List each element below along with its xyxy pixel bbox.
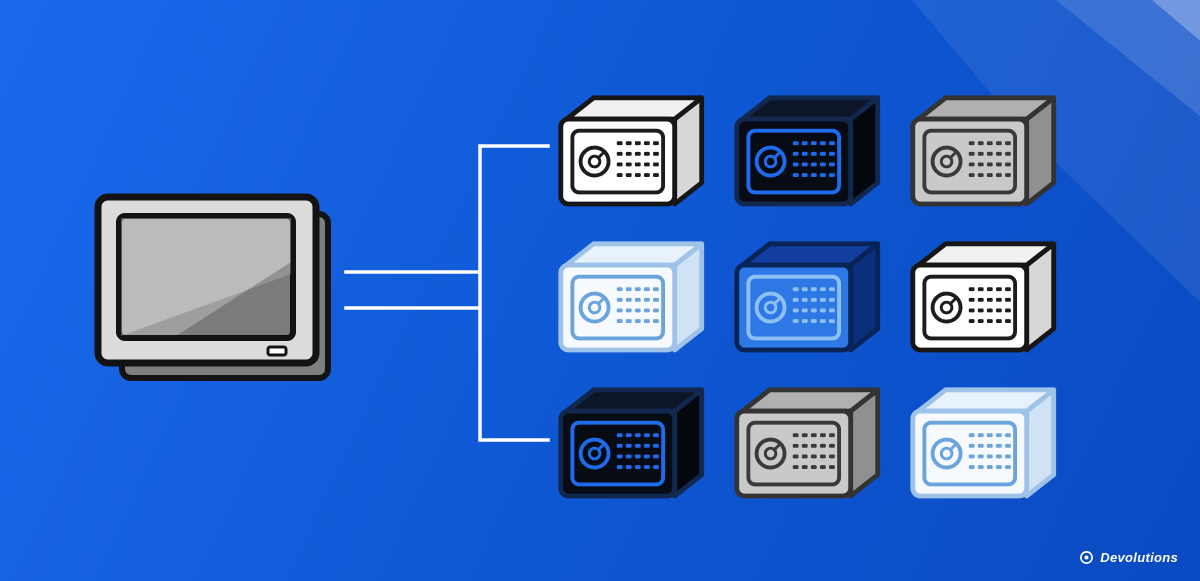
safe-icon-lightblue-r3c3 bbox=[902, 368, 1078, 514]
devolutions-logo: Devolutions bbox=[1079, 550, 1178, 565]
devolutions-logo-text: Devolutions bbox=[1100, 550, 1178, 565]
safe-icon-gray-r3c2 bbox=[726, 368, 902, 514]
safe-icon-lightblue-r2c1 bbox=[550, 222, 726, 368]
computer-monitor-icon bbox=[92, 190, 342, 400]
safe-icon-gray-r1c3 bbox=[902, 76, 1078, 222]
safe-icon-black-r3c1 bbox=[550, 368, 726, 514]
devolutions-logo-icon bbox=[1080, 551, 1094, 564]
safe-grid bbox=[550, 76, 1078, 514]
safe-icon-white-r1c1 bbox=[550, 76, 726, 222]
safe-icon-white-r2c3 bbox=[902, 222, 1078, 368]
safe-icon-blue-r2c2 bbox=[726, 222, 902, 368]
safe-icon-black-r1c2 bbox=[726, 76, 902, 222]
